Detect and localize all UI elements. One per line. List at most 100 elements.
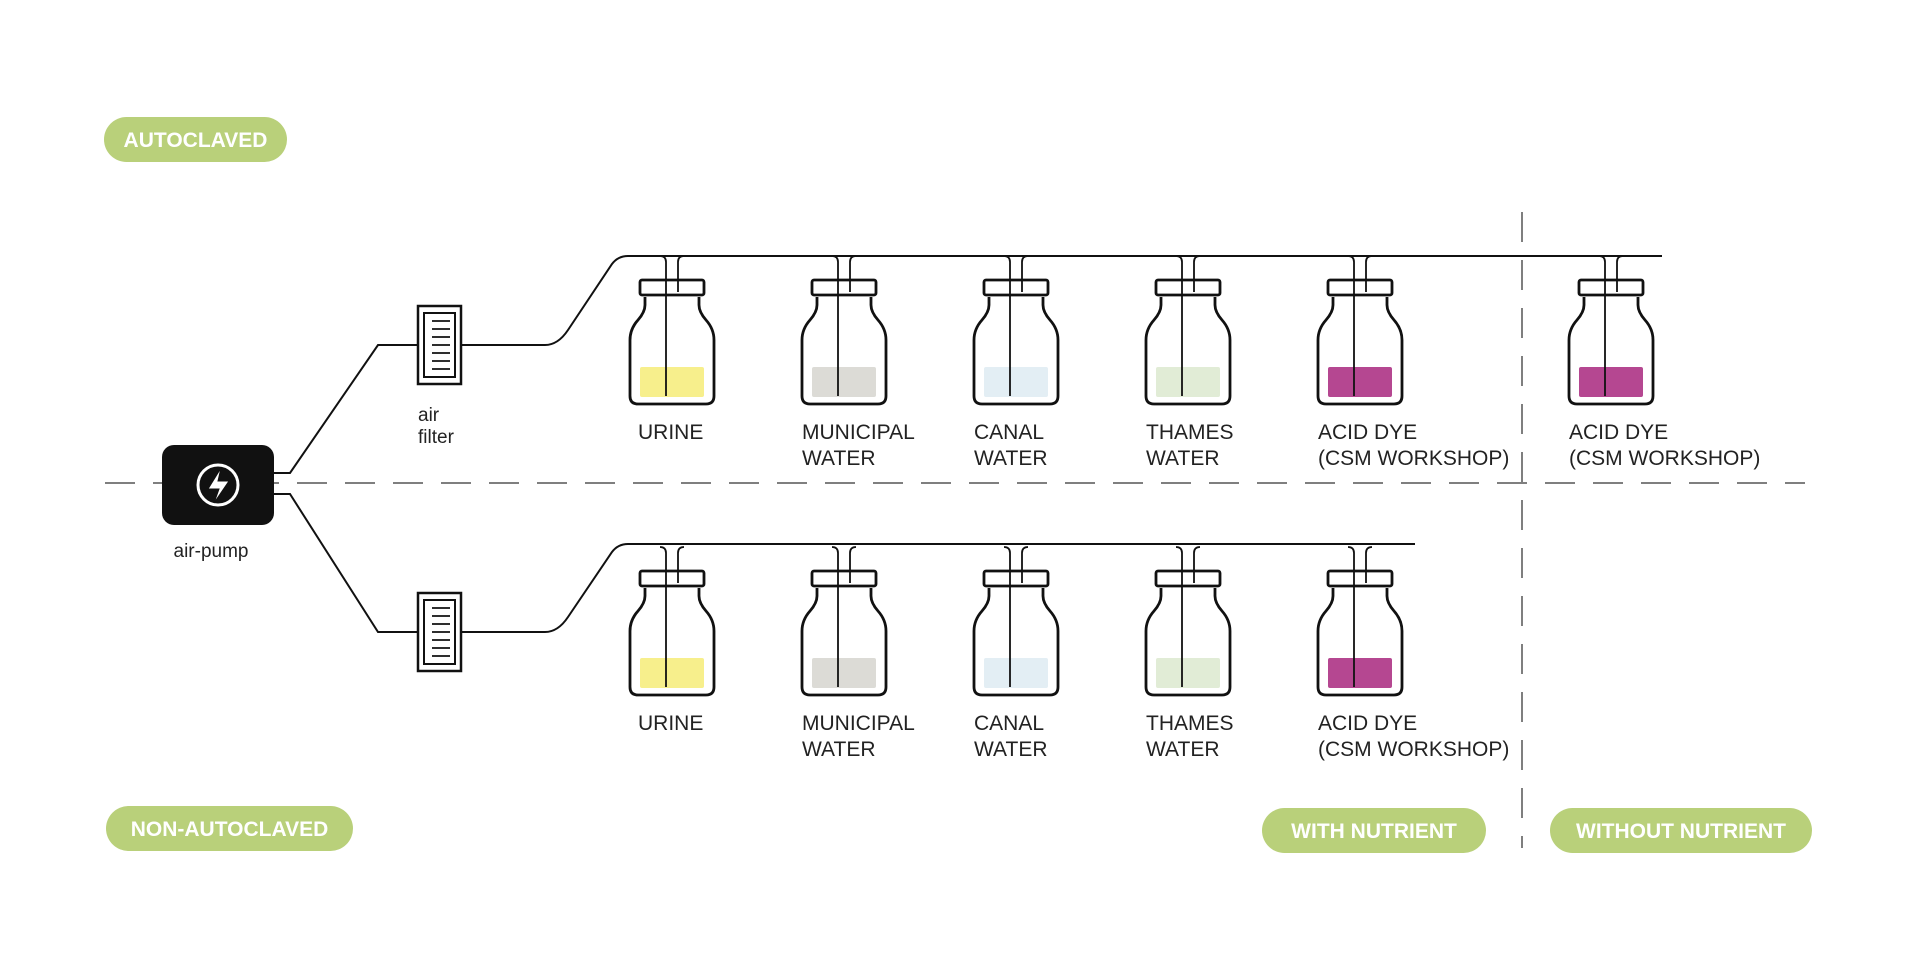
outlet-tube: [1021, 255, 1029, 292]
outlet-tube: [677, 255, 685, 292]
jar-label-line1: ACID DYE: [1569, 421, 1668, 444]
inlet-tube: [1175, 255, 1183, 396]
jar-lid: [1326, 569, 1394, 588]
without-nutrient-pill: WITHOUT NUTRIENT: [1550, 808, 1812, 853]
jar-body: [1316, 297, 1404, 406]
air-pump: air-pump: [162, 445, 274, 562]
outlet-tube: [849, 255, 857, 292]
inlet-tube: [1347, 546, 1355, 687]
jar-body: [1144, 297, 1232, 406]
jar-liquid: [1579, 367, 1643, 397]
with-nutrient-pill: WITH NUTRIENT: [1262, 808, 1486, 853]
jar-liquid: [812, 367, 876, 397]
outlet-tube: [677, 546, 685, 583]
inlet-tube: [831, 546, 839, 687]
non-autoclaved-pill: NON-AUTOCLAVED: [106, 806, 353, 851]
jar-6: ACID DYE (CSM WORKSHOP): [1567, 255, 1760, 470]
inlet-tube: [1003, 546, 1011, 687]
jar-body: [628, 588, 716, 697]
inlet-tube: [831, 255, 839, 396]
lightning-bolt-icon: [196, 463, 240, 507]
outlet-tube: [1021, 546, 1029, 583]
inlet-tube: [1347, 255, 1355, 396]
jar-label-line2: WATER: [974, 738, 1048, 761]
jar-label-line1: ACID DYE: [1318, 421, 1417, 444]
filter-tube-lower: [461, 543, 1415, 633]
jar-4: THAMES WATER: [1144, 546, 1234, 761]
jar-label-line1: URINE: [638, 712, 703, 735]
outlet-tube: [1193, 546, 1201, 583]
outlet-tube: [1616, 255, 1624, 292]
jar-body: [972, 297, 1060, 406]
outlet-tube: [1365, 546, 1373, 583]
jar-1: URINE: [628, 255, 716, 444]
jar-label-line1: MUNICIPAL: [802, 712, 915, 735]
jar-lid: [982, 278, 1050, 297]
air-filter-lower: [416, 591, 463, 673]
jar-row-non-autoclaved: URINE MUNICIPAL WATER CANAL WATER THAMES WATER…: [628, 546, 1509, 761]
jar-label-line1: THAMES: [1146, 712, 1234, 735]
jar-label-line2: WATER: [974, 447, 1048, 470]
non-autoclaved-label: NON-AUTOCLAVED: [131, 818, 329, 841]
without-nutrient-label: WITHOUT NUTRIENT: [1576, 820, 1786, 843]
jar-lid: [810, 569, 878, 588]
autoclaved-label: AUTOCLAVED: [124, 129, 268, 152]
pump-tube-upper: [274, 344, 418, 474]
jar-lid: [982, 569, 1050, 588]
inlet-tube: [1175, 546, 1183, 687]
jar-label-line2: WATER: [802, 447, 876, 470]
jar-5: ACID DYE (CSM WORKSHOP): [1316, 546, 1509, 761]
jar-2: MUNICIPAL WATER: [800, 255, 915, 470]
jar-label-line1: CANAL: [974, 421, 1044, 444]
jar-liquid: [640, 367, 704, 397]
outlet-tube: [849, 546, 857, 583]
jar-liquid: [1328, 367, 1392, 397]
jar-body: [800, 297, 888, 406]
jar-liquid: [1328, 658, 1392, 688]
outlet-tube: [1193, 255, 1201, 292]
autoclaved-pill: AUTOCLAVED: [104, 117, 287, 162]
jar-2: MUNICIPAL WATER: [800, 546, 915, 761]
air-filter-label-line1: air: [418, 405, 440, 426]
jar-body: [1567, 297, 1655, 406]
jar-3: CANAL WATER: [972, 546, 1060, 761]
inlet-tube: [1003, 255, 1011, 396]
jar-lid: [638, 569, 706, 588]
jar-label-line2: WATER: [1146, 738, 1220, 761]
jar-label-line1: MUNICIPAL: [802, 421, 915, 444]
jar-3: CANAL WATER: [972, 255, 1060, 470]
jar-label-line2: WATER: [802, 738, 876, 761]
jar-5: ACID DYE (CSM WORKSHOP): [1316, 255, 1509, 470]
filter-tube-upper: [461, 255, 1662, 346]
jar-lid: [638, 278, 706, 297]
jar-label-line2: WATER: [1146, 447, 1220, 470]
air-pump-label: air-pump: [174, 541, 249, 562]
inlet-tube: [1598, 255, 1606, 396]
jar-liquid: [984, 658, 1048, 688]
jar-1: URINE: [628, 546, 716, 735]
jar-body: [800, 588, 888, 697]
pump-tube-lower: [274, 493, 418, 633]
inlet-tube: [659, 255, 667, 396]
jar-label-line1: CANAL: [974, 712, 1044, 735]
jar-body: [628, 297, 716, 406]
jar-label-line1: URINE: [638, 421, 703, 444]
jar-label-line1: ACID DYE: [1318, 712, 1417, 735]
jar-4: THAMES WATER: [1144, 255, 1234, 470]
jar-liquid: [812, 658, 876, 688]
jar-label-line2: (CSM WORKSHOP): [1318, 738, 1509, 761]
jar-label-line2: (CSM WORKSHOP): [1318, 447, 1509, 470]
jar-body: [1316, 588, 1404, 697]
jar-label-line2: (CSM WORKSHOP): [1569, 447, 1760, 470]
jar-liquid: [640, 658, 704, 688]
jar-lid: [1154, 569, 1222, 588]
jar-liquid: [1156, 658, 1220, 688]
air-filter-upper: air filter: [416, 304, 463, 448]
jar-lid: [1326, 278, 1394, 297]
jar-label-line1: THAMES: [1146, 421, 1234, 444]
jar-lid: [1154, 278, 1222, 297]
jar-lid: [1577, 278, 1645, 297]
inlet-tube: [659, 546, 667, 687]
